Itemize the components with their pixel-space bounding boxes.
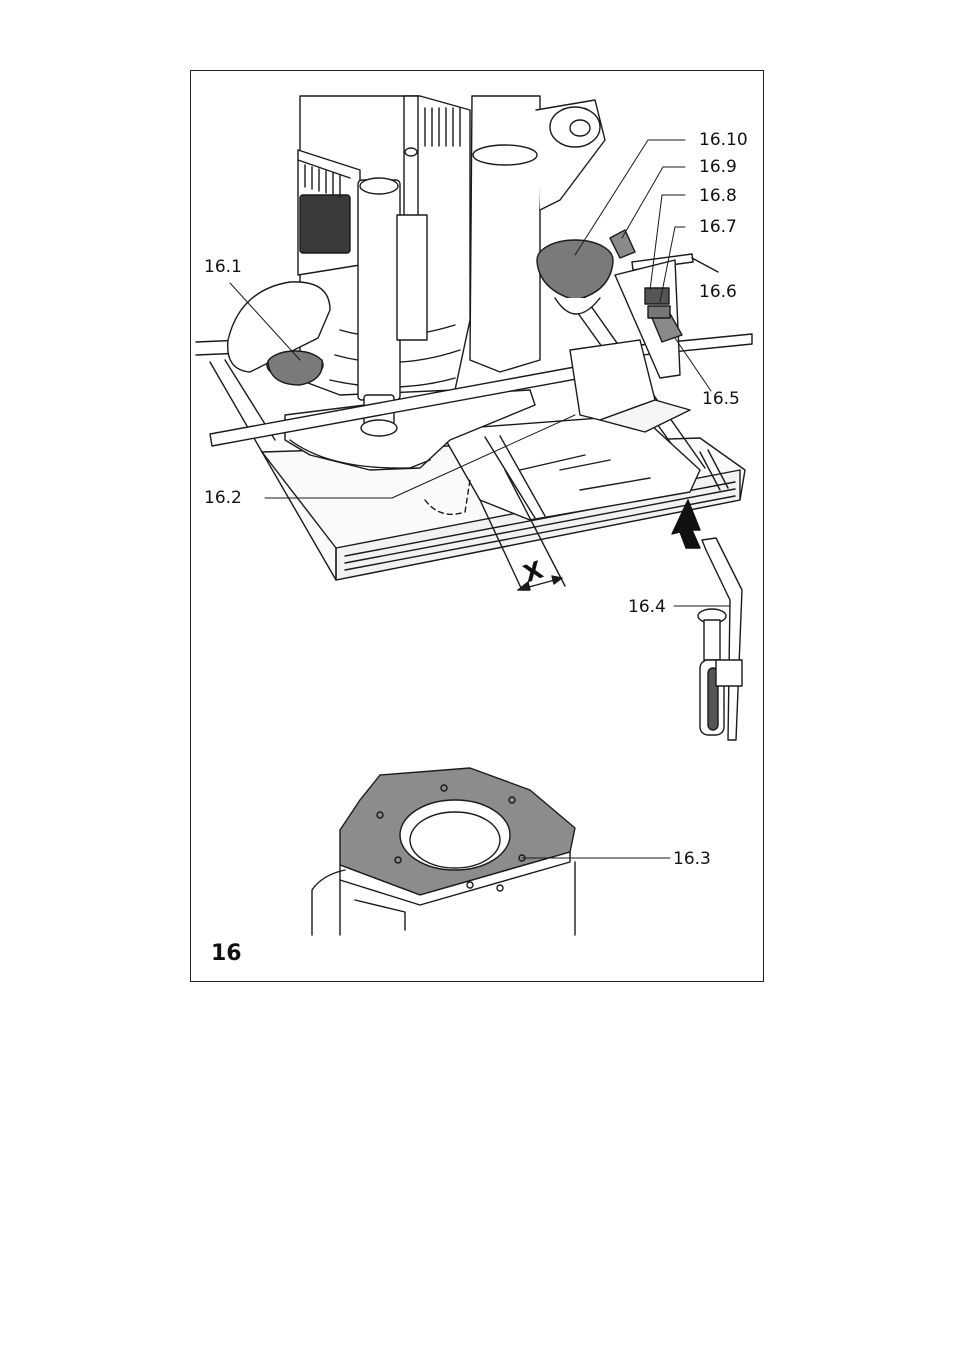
callout-16-3: 16.3 (673, 851, 711, 868)
base-plate-accessory (312, 768, 575, 935)
callout-16-6: 16.6 (699, 284, 737, 301)
clamp-screws (645, 288, 670, 318)
screw-clamp (698, 538, 742, 740)
callout-16-4: 16.4 (628, 599, 666, 616)
extraction-tube (470, 96, 605, 372)
callout-16-8: 16.8 (699, 188, 737, 205)
callout-16-7: 16.7 (699, 219, 737, 236)
large-knob (537, 240, 613, 314)
callout-16-2: 16.2 (204, 490, 242, 507)
callout-16-1: 16.1 (204, 259, 242, 276)
callout-16-10: 16.10 (699, 132, 748, 149)
callout-16-5: 16.5 (702, 391, 740, 408)
figure-number: 16 (211, 943, 242, 965)
callout-16-9: 16.9 (699, 159, 737, 176)
small-knob-top (610, 230, 635, 258)
